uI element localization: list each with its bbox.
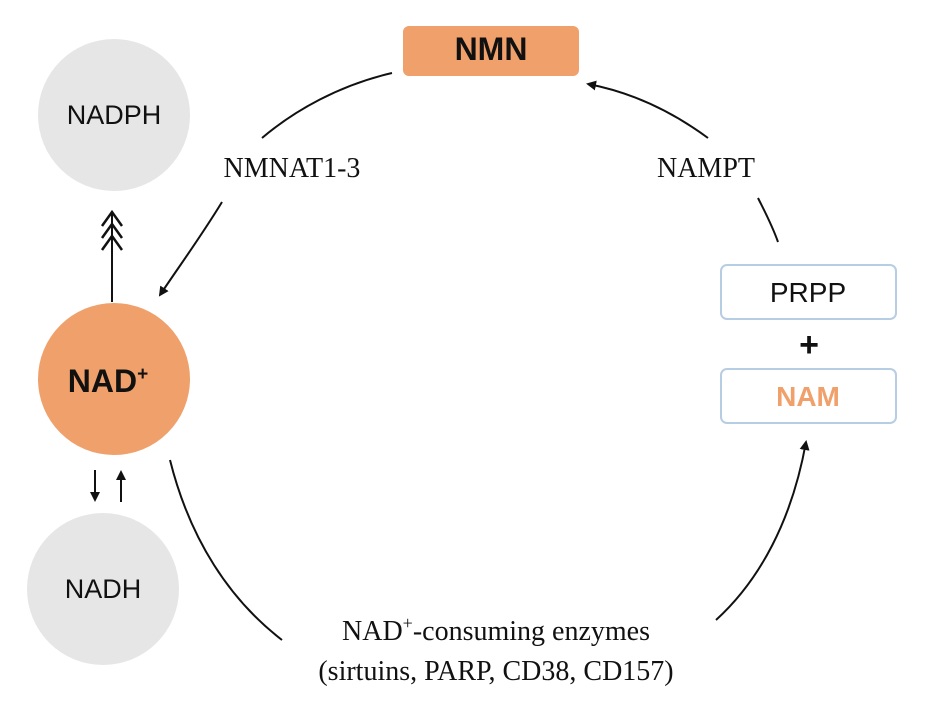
nam-label: NAM (776, 381, 840, 412)
consuming-arc-right (715, 440, 810, 621)
nampt-arc-upper (586, 80, 709, 139)
nadph-label: NADPH (67, 100, 162, 130)
nmnat-arc-lower (158, 201, 223, 297)
nmnat-label: NMNAT1-3 (224, 153, 361, 184)
nmn-label: NMN (455, 31, 528, 67)
consuming-label-line2: (sirtuins, PARP, CD38, CD157) (318, 656, 673, 687)
nam-node: NAM (720, 368, 897, 424)
nmnat-arc-upper (261, 72, 393, 139)
plus-sign: + (799, 326, 819, 364)
consuming-arc-left (169, 459, 283, 641)
nmn-box (403, 26, 579, 76)
nam-box (720, 368, 897, 424)
nad-label: NAD+ (68, 363, 148, 399)
nad-nadh-exchange-arrows (90, 470, 126, 502)
prpp-box (720, 264, 897, 320)
prpp-node: PRPP (720, 264, 897, 320)
consuming-label-line1: NAD+-consuming enzymes (342, 613, 650, 647)
nampt-label: NAMPT (657, 153, 755, 184)
nadph-circle (38, 39, 190, 191)
nad-circle (38, 303, 190, 455)
nadh-circle (27, 513, 179, 665)
nadh-label: NADH (65, 574, 142, 604)
nadph-node: NADPH (38, 39, 190, 191)
nad-node: NAD+ (38, 303, 190, 455)
nadh-node: NADH (27, 513, 179, 665)
nad-to-nadph-arrow (100, 209, 124, 302)
nampt-arc-lower (757, 197, 779, 243)
nmn-node: NMN (403, 26, 579, 76)
prpp-label: PRPP (770, 277, 846, 308)
